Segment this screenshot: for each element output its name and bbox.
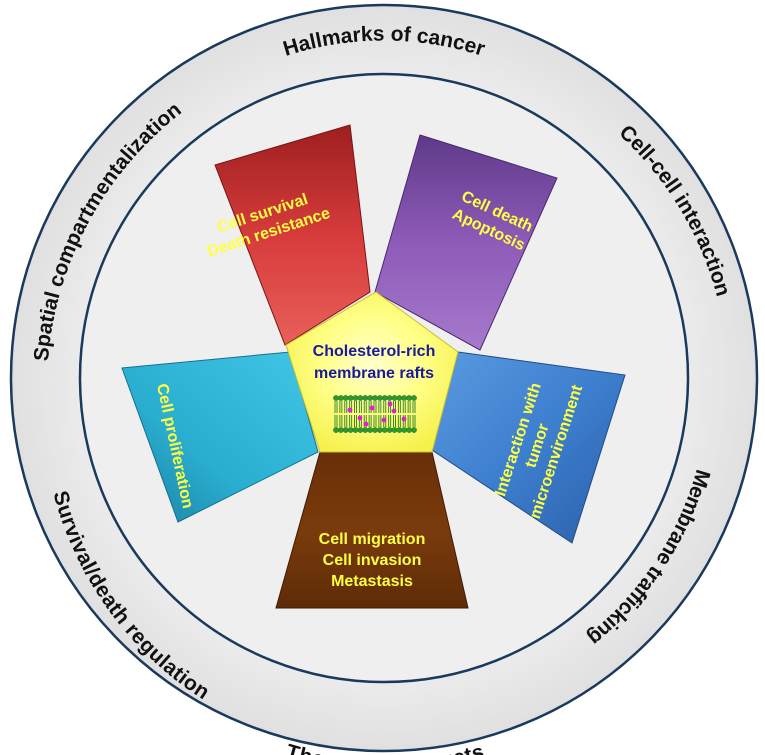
petal-proliferation <box>121 351 319 523</box>
petal-survival <box>214 124 371 346</box>
lipid-bilayer-icon <box>333 395 417 433</box>
petal-death <box>374 134 558 351</box>
center-label-line2: membrane rafts <box>314 365 434 382</box>
petal-migration-line2: Cell invasion <box>323 552 422 569</box>
petal-migration-line1: Cell migration <box>319 531 426 548</box>
center-label-line1: Cholesterol-rich <box>313 343 436 360</box>
petal-migration-line3: Metastasis <box>331 573 413 590</box>
